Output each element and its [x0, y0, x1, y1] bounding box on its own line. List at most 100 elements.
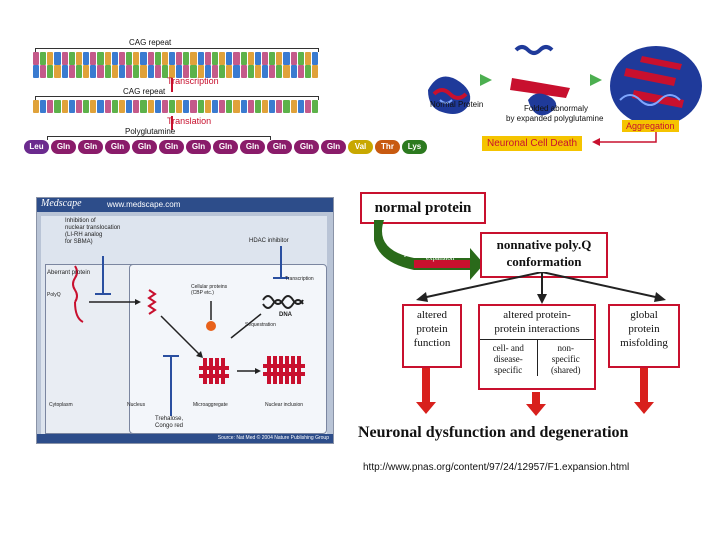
cag-bracket-1: [35, 48, 319, 52]
nucleotide-segment: [290, 52, 297, 65]
nucleus-region: [129, 264, 327, 434]
nucleotide-segment: [262, 100, 269, 113]
nucleotide-segment: [219, 100, 226, 113]
nucleotide-segment: [219, 65, 226, 78]
polyq-label: PolyQ: [47, 292, 61, 298]
nucleotide-segment: [33, 100, 40, 113]
amino-acid-gln: Gln: [51, 140, 76, 154]
trehalose-line-2: Congo red: [155, 423, 184, 429]
nucleotide-segment: [269, 65, 276, 78]
protein-aggregation-panel: Normal Protein Folded abnormaly by expan…: [420, 38, 710, 158]
cell-disease-line-1: cell- and: [492, 343, 524, 353]
amino-acid-gln: Gln: [267, 140, 292, 154]
amino-acid-gln: Gln: [321, 140, 346, 154]
hdac-label: HDAC inhibitor: [249, 238, 289, 244]
cellular-proteins-label: Cellular proteins (CBP etc.): [191, 284, 227, 296]
nucleotide-segment: [75, 100, 83, 113]
expansion-arrow: [374, 220, 484, 280]
medscape-header: Medscape www.medscape.com: [37, 198, 333, 212]
amino-acid-gln: Gln: [132, 140, 157, 154]
nucleotide-segment: [61, 100, 68, 113]
nucleotide-segment: [226, 100, 233, 113]
nucleotide-segment: [33, 52, 40, 65]
nonspecific-cell: non- specific (shared): [538, 340, 595, 376]
medscape-canvas: Inhibition of nuclear translocation (LI-…: [41, 216, 327, 434]
nucleotide-segment: [240, 100, 247, 113]
nucleotide-segment: [183, 52, 190, 65]
nucleotide-segment: [68, 100, 75, 113]
nucleotide-segment: [211, 100, 219, 113]
inhibition-line-1: Inhibition of: [65, 218, 96, 224]
nucleotide-segment: [283, 100, 290, 113]
nucleotide-segment: [33, 65, 40, 78]
nonspecific-line-2: specific: [551, 354, 580, 364]
nucleotide-segment: [40, 100, 47, 113]
nucleotide-segment: [147, 100, 154, 113]
expansion-arrow-label: expansion: [426, 254, 455, 262]
transcription-label: Transcription: [167, 76, 219, 86]
nucleotide-segment: [233, 100, 240, 113]
normal-protein-shape: [428, 76, 471, 114]
nucleotide-segment: [161, 65, 168, 78]
nucleus-label: Nucleus: [127, 402, 146, 408]
cytoplasm-label: Cytoplasm: [49, 402, 73, 408]
nucleotide-segment: [97, 52, 104, 65]
nucleotide-segment: [54, 65, 61, 78]
normal-protein-label: Normal Protein: [430, 100, 484, 109]
nucleotide-segment: [75, 52, 83, 65]
transcription-arrow: [171, 78, 173, 92]
interactions-line-1: altered protein-: [503, 309, 571, 321]
nucleotide-segment: [304, 65, 312, 78]
nucleotide-segment: [197, 65, 204, 78]
death-arrow-head: [592, 138, 600, 146]
amino-acid-val: Val: [348, 140, 373, 154]
nucleotide-segment: [240, 65, 247, 78]
medscape-figure: Medscape www.medscape.com: [36, 197, 334, 444]
nucleotide-segment: [40, 52, 47, 65]
down-arrow-middle: [526, 392, 546, 416]
nucleotide-segment: [104, 65, 111, 78]
nucleotide-segment: [304, 52, 312, 65]
nucleotide-segment: [269, 52, 276, 65]
nucleotide-segment: [297, 52, 304, 65]
polyq-flow-diagram: normal protein poly.Q expansion nonnativ…: [352, 192, 694, 452]
nucleotide-segment: [104, 52, 111, 65]
dna-label: DNA: [279, 312, 292, 318]
polyglutamine-label: Polyglutamine: [125, 127, 176, 136]
cell-disease-line-3: specific: [494, 365, 523, 375]
nucleotide-segment: [111, 52, 118, 65]
altered-function-line-2: protein: [416, 323, 448, 335]
global-misfolding-box: global protein misfolding: [608, 304, 680, 368]
nucleotide-segment: [90, 65, 97, 78]
dna-strand-top: [33, 52, 319, 65]
nucleotide-segment: [154, 100, 161, 113]
folded-abnormally-label: Folded abnormaly: [524, 104, 589, 113]
protein-illustration: [428, 45, 702, 146]
nucleotide-segment: [183, 100, 190, 113]
nucleotide-segment: [204, 52, 211, 65]
aggregate-shape: [610, 46, 702, 126]
nucleotide-segment: [154, 65, 161, 78]
amino-acid-gln: Gln: [159, 140, 184, 154]
cell-disease-cell: cell- and disease- specific: [480, 340, 538, 376]
amino-acid-gln: Gln: [240, 140, 265, 154]
by-expanded-label: by expanded polyglutamine: [506, 114, 604, 123]
nucleotide-segment: [176, 65, 183, 78]
down-arrow-left: [416, 368, 436, 414]
medscape-source: Source: Nat Med © 2004 Nature Publishing…: [217, 435, 329, 441]
nucleotide-segment: [254, 65, 261, 78]
nonspecific-line-1: non-: [557, 343, 575, 353]
nucleotide-segment: [54, 100, 61, 113]
nucleotide-segment: [247, 100, 254, 113]
nonnative-conformation-box: nonnative poly.Q conformation: [480, 232, 608, 278]
nucleotide-segment: [197, 100, 204, 113]
nucleotide-segment: [197, 52, 204, 65]
nucleotide-segment: [240, 52, 247, 65]
interactions-subcells: cell- and disease- specific non- specifi…: [480, 340, 594, 376]
nonnative-line-1: nonnative poly.Q: [496, 237, 592, 252]
altered-function-line-3: function: [413, 337, 451, 349]
nucleotide-segment: [61, 52, 68, 65]
nucleotide-segment: [211, 65, 219, 78]
amino-acid-gln: Gln: [105, 140, 130, 154]
amino-acid-gln: Gln: [294, 140, 319, 154]
